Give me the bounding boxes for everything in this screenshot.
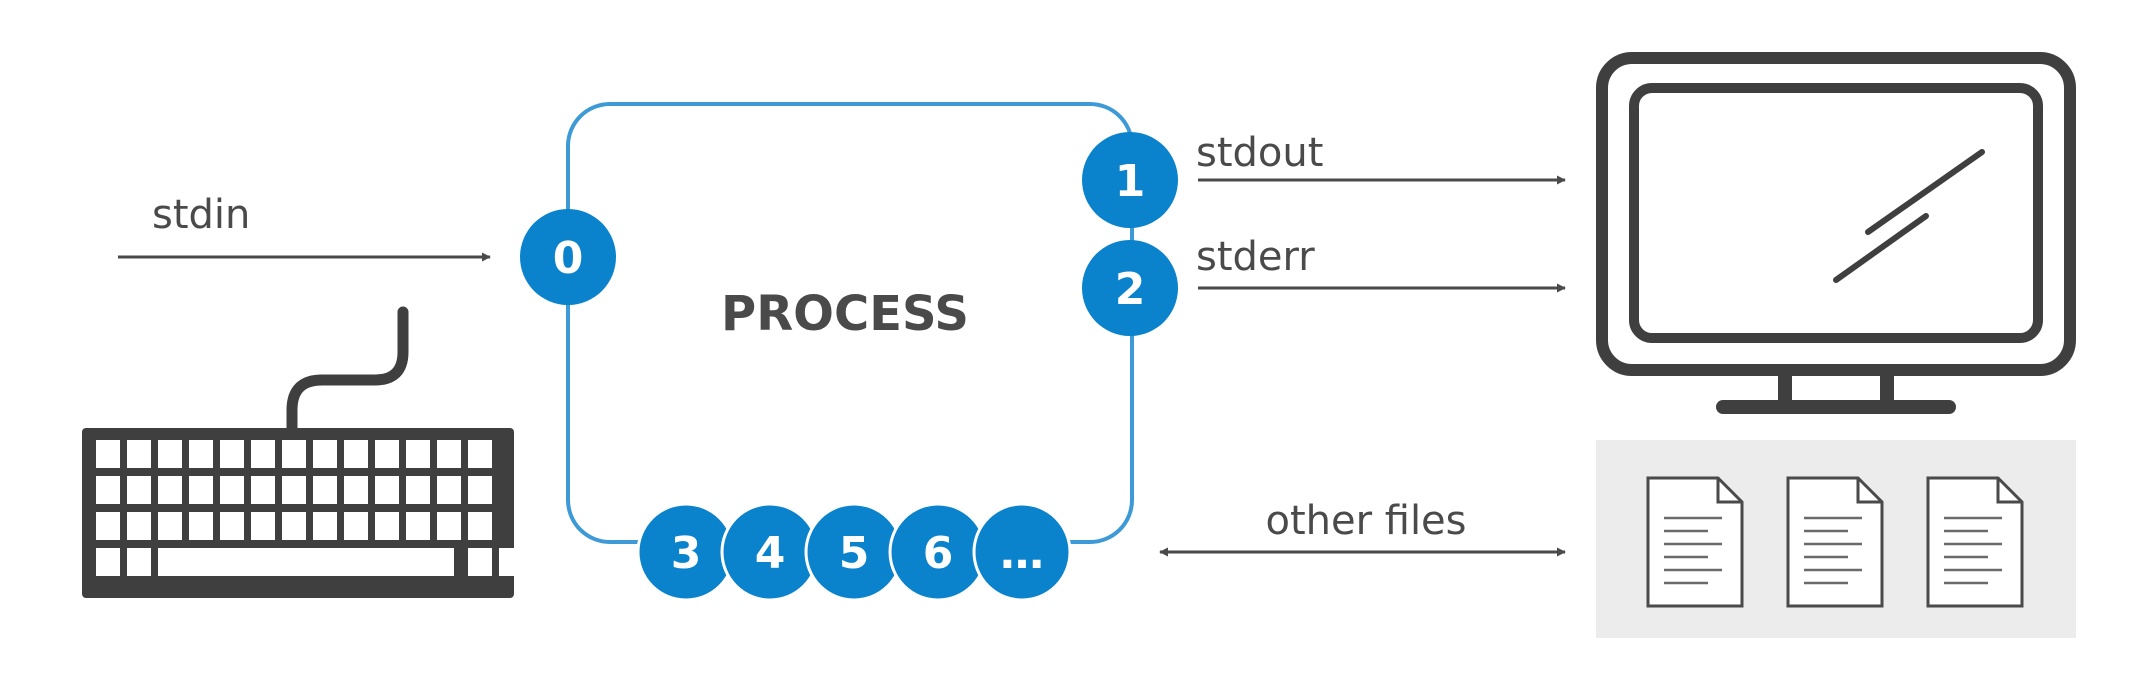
fd-2-label: 2 <box>1115 264 1146 315</box>
fd-badge-6: 6 <box>888 502 988 602</box>
stderr-label: stderr <box>1196 234 1315 280</box>
fd-1-label: 1 <box>1115 156 1146 207</box>
fd-badge-7: … <box>972 502 1072 602</box>
other-files-label: other files <box>1265 498 1466 544</box>
fd-label-4: 4 <box>755 528 786 579</box>
stdin-label: stdin <box>152 192 250 238</box>
fd-badge-5: 5 <box>804 502 904 602</box>
fd-badge-3: 3 <box>636 502 736 602</box>
fd-0-badge: 0 <box>520 209 616 305</box>
fd-0-label: 0 <box>553 233 584 284</box>
keyboard-icon <box>82 306 519 598</box>
other-descriptors: 3 4 5 6 … <box>636 502 1072 602</box>
fd-label-6: 6 <box>923 528 954 579</box>
monitor-icon <box>1596 52 2076 414</box>
fd-2-badge: 2 <box>1082 240 1178 336</box>
fd-label-7: … <box>1000 528 1044 579</box>
document-icon <box>1786 476 1884 608</box>
fd-badge-4: 4 <box>720 502 820 602</box>
document-icon <box>1926 476 2024 608</box>
files-panel <box>1596 440 2076 638</box>
stdout-label: stdout <box>1196 130 1323 176</box>
document-icon <box>1646 476 1744 608</box>
fd-label-3: 3 <box>671 528 702 579</box>
fd-label-5: 5 <box>839 528 870 579</box>
fd-1-badge: 1 <box>1082 132 1178 228</box>
process-label: PROCESS <box>721 286 969 342</box>
